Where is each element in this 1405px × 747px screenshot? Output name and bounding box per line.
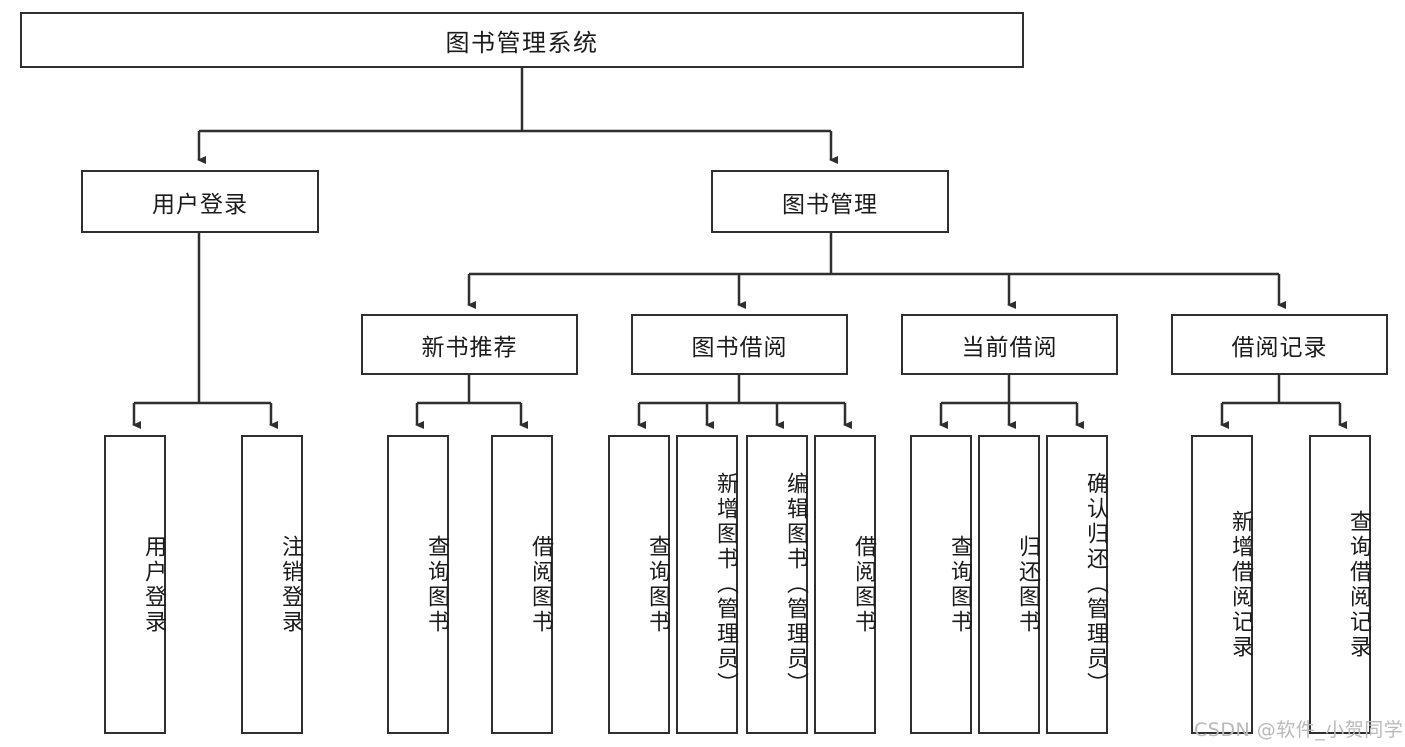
node-leaf-borrow-book-1-label: 借阅图书: [528, 534, 553, 635]
node-leaf-user-login[interactable]: 用户登录: [104, 435, 166, 734]
node-leaf-add-record[interactable]: 新增借阅记录: [1191, 435, 1253, 734]
node-leaf-query-book-1[interactable]: 查询图书: [387, 435, 449, 734]
node-leaf-user-logout-label: 注销登录: [278, 534, 303, 635]
node-book-borrow[interactable]: 图书借阅: [631, 314, 848, 375]
node-leaf-query-record[interactable]: 查询借阅记录: [1309, 435, 1371, 734]
node-leaf-query-book-2[interactable]: 查询图书: [608, 435, 670, 734]
node-new-book-recommend[interactable]: 新书推荐: [361, 314, 578, 375]
node-new-book-recommend-label: 新书推荐: [421, 334, 518, 361]
node-root[interactable]: 图书管理系统: [20, 12, 1024, 68]
node-book-borrow-label: 图书借阅: [691, 334, 788, 361]
node-book-manage-label: 图书管理: [782, 191, 878, 218]
node-user-login[interactable]: 用户登录: [81, 170, 319, 233]
node-borrow-record-label: 借阅记录: [1231, 334, 1328, 361]
node-current-borrow-label: 当前借阅: [961, 334, 1058, 361]
node-leaf-edit-book[interactable]: 编辑图书（管理员）: [746, 435, 808, 734]
node-book-manage[interactable]: 图书管理: [711, 170, 949, 233]
node-leaf-user-logout[interactable]: 注销登录: [241, 435, 303, 734]
node-leaf-add-book[interactable]: 新增图书（管理员）: [676, 435, 738, 734]
node-current-borrow[interactable]: 当前借阅: [901, 314, 1118, 375]
node-leaf-borrow-book-2-label: 借阅图书: [851, 534, 876, 635]
node-borrow-record[interactable]: 借阅记录: [1171, 314, 1388, 375]
node-leaf-add-record-label: 新增借阅记录: [1228, 509, 1253, 660]
node-leaf-confirm-return[interactable]: 确认归还（管理员）: [1046, 435, 1108, 734]
node-leaf-query-book-3-label: 查询图书: [947, 534, 972, 635]
node-leaf-query-book-2-label: 查询图书: [645, 534, 670, 635]
node-leaf-add-book-label: 新增图书（管理员）: [713, 472, 738, 697]
node-leaf-confirm-return-label: 确认归还（管理员）: [1083, 472, 1108, 697]
node-leaf-borrow-book-1[interactable]: 借阅图书: [491, 435, 553, 734]
node-leaf-return-book[interactable]: 归还图书: [978, 435, 1040, 734]
node-leaf-query-book-3[interactable]: 查询图书: [910, 435, 972, 734]
node-leaf-return-book-label: 归还图书: [1015, 534, 1040, 635]
node-leaf-borrow-book-2[interactable]: 借阅图书: [814, 435, 876, 734]
node-root-label: 图书管理系统: [445, 28, 599, 57]
node-leaf-user-login-label: 用户登录: [141, 534, 166, 635]
node-leaf-query-book-1-label: 查询图书: [424, 534, 449, 635]
node-leaf-query-record-label: 查询借阅记录: [1346, 509, 1371, 660]
node-leaf-edit-book-label: 编辑图书（管理员）: [783, 472, 808, 697]
node-user-login-label: 用户登录: [152, 191, 248, 218]
csdn-watermark: CSDN @软件_小贺同学: [1194, 719, 1404, 741]
